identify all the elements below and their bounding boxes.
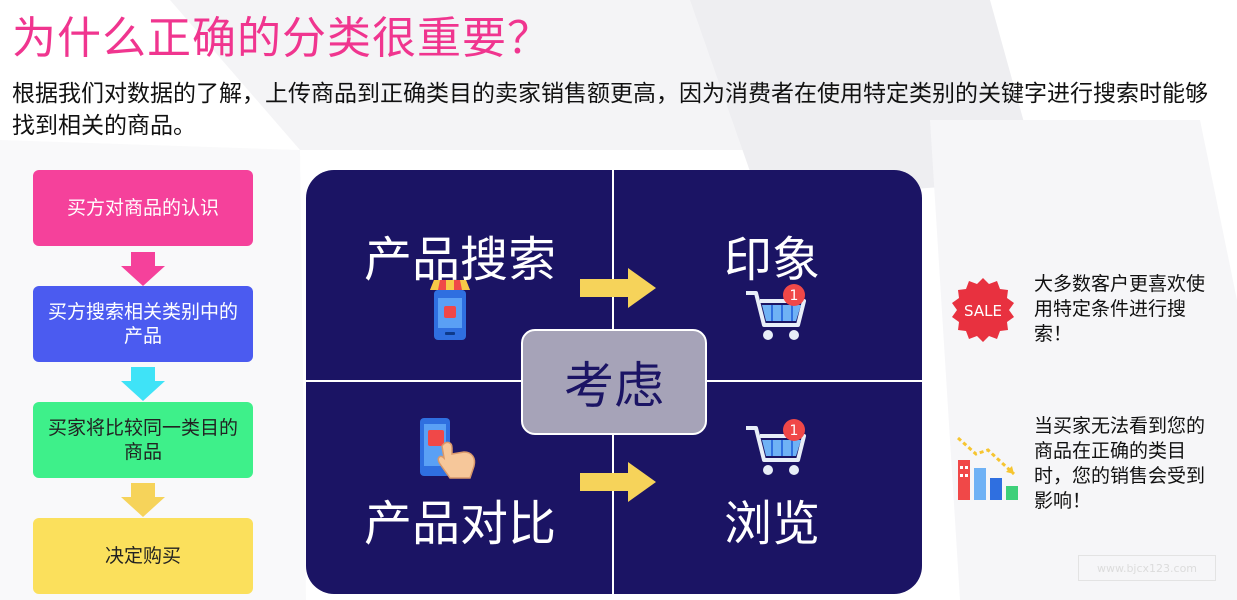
consideration-center-box: 考虑 bbox=[521, 329, 707, 435]
hand-tap-phone-icon bbox=[420, 418, 476, 479]
flow-step-compare: 买家将比较同一类目的商品 bbox=[33, 402, 253, 478]
page-title: 为什么正确的分类很重要？ bbox=[12, 13, 552, 64]
quadrant-product-compare: 产品对比 bbox=[364, 496, 557, 552]
note-specific-search: 大多数客户更喜欢使用特定条件进行搜索！ bbox=[1034, 273, 1206, 345]
quadrant-product-search: 产品搜索 bbox=[364, 232, 557, 288]
declining-chart-icon bbox=[957, 436, 1018, 500]
down-arrow-icon bbox=[121, 367, 165, 401]
svg-text:1: 1 bbox=[790, 423, 799, 439]
flow-step-purchase: 决定购买 bbox=[33, 518, 253, 594]
sale-badge-icon: SALE bbox=[952, 278, 1014, 342]
shopping-cart-icon: 1 bbox=[746, 419, 806, 475]
quadrant-browse: 浏览 bbox=[724, 496, 821, 552]
right-arrow-icon bbox=[580, 268, 656, 308]
down-arrow-icon bbox=[121, 252, 165, 286]
right-arrow-icon bbox=[580, 462, 656, 502]
sale-badge-label: SALE bbox=[964, 302, 1002, 320]
shopping-cart-icon: 1 bbox=[746, 284, 806, 340]
watermark: www.bjcx123.com bbox=[1078, 555, 1216, 581]
intro-paragraph: 根据我们对数据的了解，上传商品到正确类目的卖家销售额更高，因为消费者在使用特定类… bbox=[12, 81, 1208, 139]
flow-step-search: 买方搜索相关类别中的产品 bbox=[33, 286, 253, 362]
note-sales-affected: 当买家无法看到您的商品在正确的类目时，您的销售会受到影响！ bbox=[1034, 415, 1206, 512]
consideration-matrix: 产品搜索 印象 产品对比 浏览 1 1 考虑 bbox=[306, 170, 922, 594]
svg-text:1: 1 bbox=[790, 288, 799, 304]
down-arrow-icon bbox=[121, 483, 165, 517]
flow-step-awareness: 买方对商品的认识 bbox=[33, 170, 253, 246]
quadrant-impression: 印象 bbox=[724, 232, 821, 288]
mobile-shop-icon bbox=[430, 280, 470, 340]
